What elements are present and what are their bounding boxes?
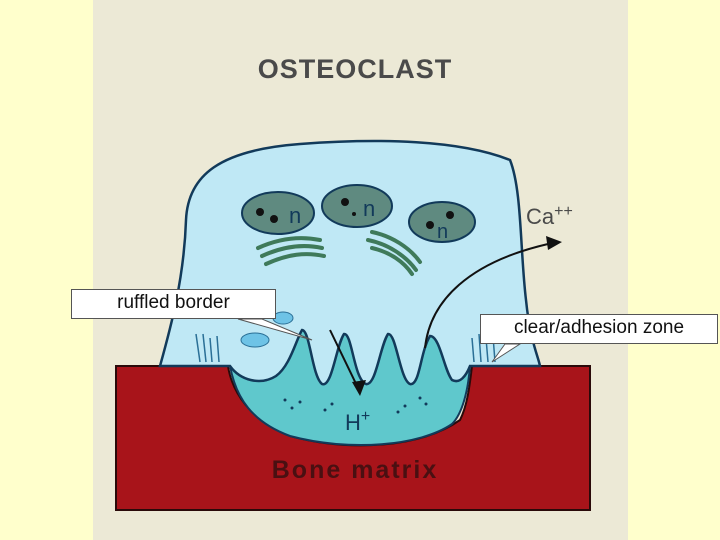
nucleus-middle [322, 185, 392, 227]
clear-zone-label: clear/adhesion zone [514, 317, 684, 338]
vesicle [241, 333, 269, 347]
ruffled-border-label: ruffled border [117, 292, 230, 313]
ruffled-border-callout: ruffled border [71, 289, 276, 319]
nucleus-label: n [363, 196, 375, 221]
osteoclast-cell [160, 141, 540, 384]
nucleolus [352, 212, 356, 216]
nucleolus [426, 221, 434, 229]
diagram-title: OSTEOCLAST [258, 54, 453, 84]
clear-zone-callout: clear/adhesion zone [480, 314, 718, 344]
nucleolus [270, 215, 278, 223]
nucleus-label: n [437, 221, 448, 243]
nucleolus [341, 198, 349, 206]
vesicle [273, 312, 293, 324]
nucleus-left [242, 192, 314, 234]
nucleus-label: n [289, 203, 301, 228]
nucleolus [256, 208, 264, 216]
nucleolus [446, 211, 454, 219]
bone-matrix-label: Bone matrix [272, 456, 438, 484]
